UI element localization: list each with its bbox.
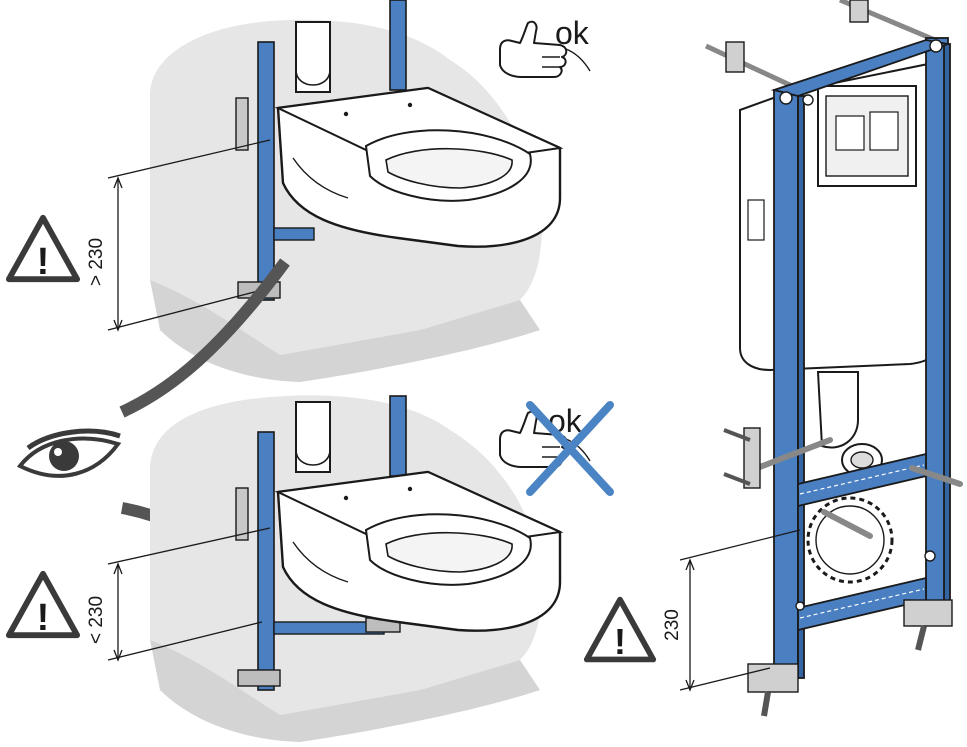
- waste-bracket: [806, 496, 894, 584]
- warning-icon: !: [587, 600, 654, 662]
- dimension-line: [679, 529, 801, 692]
- toilet-mounting-rods: [749, 437, 963, 539]
- anchor-brackets: [723, 427, 761, 489]
- frame-uprights: [770, 37, 952, 679]
- dimension-line: [107, 139, 271, 332]
- dimension-line: [107, 527, 271, 662]
- warning-icon: !: [9, 574, 77, 639]
- svg-text:!: !: [614, 621, 626, 662]
- drain-pipe: [295, 401, 331, 473]
- eye-icon: [16, 428, 122, 478]
- dimension-label-bottom: < 230: [86, 596, 107, 644]
- svg-text:!: !: [37, 597, 50, 639]
- cross-icon: [526, 401, 614, 496]
- bottom-scene: < 230 ! ok: [9, 395, 614, 742]
- floor: [150, 280, 540, 382]
- flush-plate-opening: [817, 85, 917, 187]
- anchor-rods-top: [704, 0, 936, 95]
- drain-bend: [816, 371, 883, 477]
- frame-feet: [747, 599, 953, 717]
- drain-pipe: [295, 21, 331, 93]
- floor: [150, 640, 540, 742]
- mounting-frame: [235, 0, 407, 301]
- dimension-label-right: 230: [662, 609, 683, 641]
- mounting-frame: [235, 395, 407, 691]
- ok-label-top: ok: [555, 15, 590, 51]
- top-scene: > 230 ! ok: [9, 0, 592, 382]
- svg-text:!: !: [37, 241, 50, 283]
- frame-bolts: [779, 39, 943, 611]
- dimension-label-top: > 230: [86, 238, 107, 286]
- installation-frame-view: 230 !: [587, 0, 963, 717]
- warning-icon: !: [9, 218, 77, 283]
